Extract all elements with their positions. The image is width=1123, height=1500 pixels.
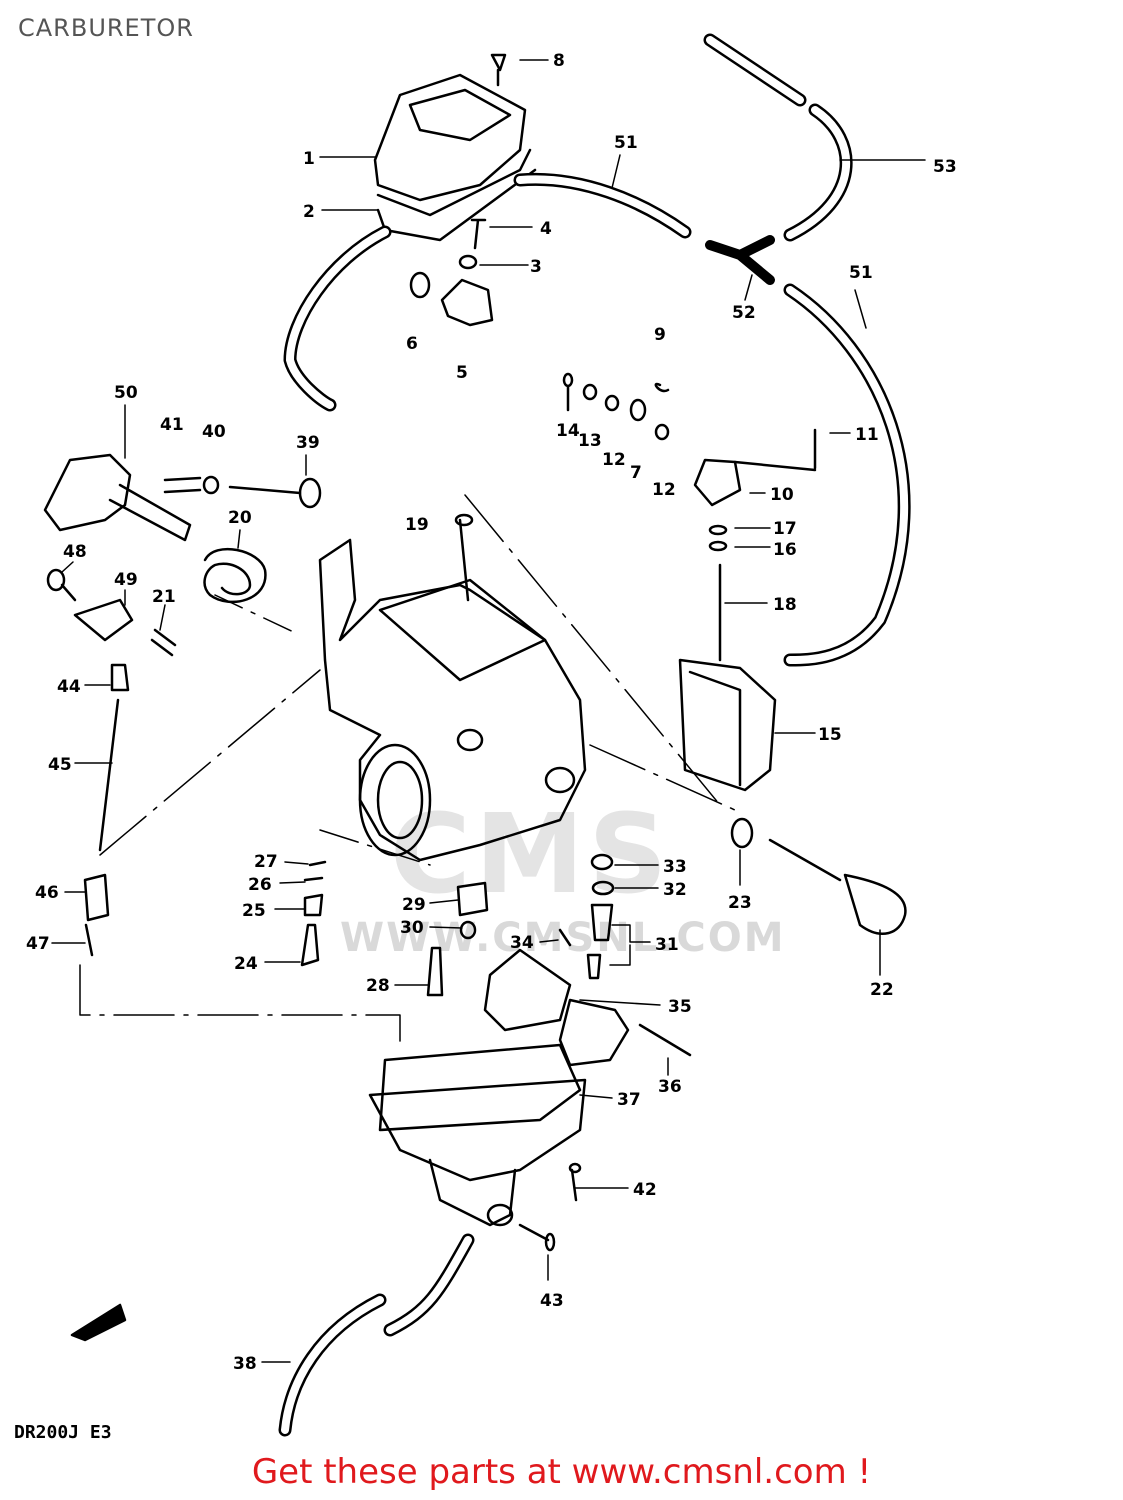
callout-number: 4 bbox=[540, 219, 552, 239]
callout-number: 37 bbox=[617, 1090, 641, 1110]
callout-number: 22 bbox=[870, 980, 894, 1000]
callout-number: 32 bbox=[663, 880, 687, 900]
callout-number: 12 bbox=[602, 450, 626, 470]
callout-number: 21 bbox=[152, 587, 176, 607]
callout-number: 40 bbox=[202, 422, 226, 442]
callout-number: 1 bbox=[303, 149, 315, 169]
callout-number: 49 bbox=[114, 570, 138, 590]
throttle-cap-part bbox=[440, 278, 494, 327]
callout-number: 3 bbox=[530, 257, 542, 277]
callout-number: 7 bbox=[630, 463, 642, 483]
callout-labels: 1234567891011121213141516171819202122232… bbox=[26, 51, 957, 1374]
model-code: DR200J E3 bbox=[14, 1422, 112, 1443]
page-title: CARBURETOR bbox=[18, 14, 194, 42]
callout-number: 46 bbox=[35, 883, 59, 903]
callout-number: 51 bbox=[614, 133, 638, 153]
callout-number: 20 bbox=[228, 508, 252, 528]
callout-number: 8 bbox=[553, 51, 565, 71]
needle-holder-part bbox=[693, 458, 742, 507]
callout-number: 31 bbox=[655, 935, 679, 955]
callout-number: 38 bbox=[233, 1354, 257, 1374]
watermark-url: WWW.CMSNL.COM bbox=[340, 915, 786, 961]
callout-number: 34 bbox=[510, 933, 534, 953]
callout-number: 39 bbox=[296, 433, 320, 453]
callout-number: 11 bbox=[855, 425, 879, 445]
callout-number: 5 bbox=[456, 363, 468, 383]
callout-number: 10 bbox=[770, 485, 794, 505]
callout-number: 23 bbox=[728, 893, 752, 913]
callout-number: 15 bbox=[818, 725, 842, 745]
callout-number: 53 bbox=[933, 157, 957, 177]
callout-number: 50 bbox=[114, 383, 138, 403]
callout-number: 28 bbox=[366, 976, 390, 996]
idle-screw-knob bbox=[843, 873, 907, 935]
carburetor-body bbox=[318, 538, 587, 862]
callout-number: 26 bbox=[248, 875, 272, 895]
callout-number: 30 bbox=[400, 918, 424, 938]
callout-number: 35 bbox=[668, 997, 692, 1017]
throttle-valve-part bbox=[678, 658, 777, 792]
top-cover-part bbox=[373, 73, 527, 202]
callout-number: 41 bbox=[160, 415, 184, 435]
callout-number: 2 bbox=[303, 202, 315, 222]
callout-number: 13 bbox=[578, 431, 602, 451]
callout-number: 25 bbox=[242, 901, 266, 921]
callout-number: 47 bbox=[26, 934, 50, 954]
throttle-drum-part bbox=[43, 453, 132, 532]
callout-number: 19 bbox=[405, 515, 429, 535]
callout-number: 33 bbox=[663, 857, 687, 877]
callout-number: 52 bbox=[732, 303, 756, 323]
callout-number: 14 bbox=[556, 421, 580, 441]
watermark-logo: CMS bbox=[390, 790, 672, 918]
footer-link-text[interactable]: Get these parts at www.cmsnl.com ! bbox=[251, 1452, 872, 1492]
callout-number: 36 bbox=[658, 1077, 682, 1097]
callout-number: 44 bbox=[57, 677, 81, 697]
callout-number: 17 bbox=[773, 519, 797, 539]
callout-number: 12 bbox=[652, 480, 676, 500]
callout-number: 45 bbox=[48, 755, 72, 775]
callout-number: 9 bbox=[654, 325, 666, 345]
callout-number: 42 bbox=[633, 1180, 657, 1200]
callout-number: 6 bbox=[406, 334, 418, 354]
callout-number: 48 bbox=[63, 542, 87, 562]
callout-number: 43 bbox=[540, 1291, 564, 1311]
float-bowl-part bbox=[368, 1078, 587, 1182]
callout-number: 24 bbox=[234, 954, 258, 974]
part-drawings bbox=[43, 33, 926, 1437]
callout-number: 16 bbox=[773, 540, 797, 560]
callout-number: 18 bbox=[773, 595, 797, 615]
callout-number: 27 bbox=[254, 852, 278, 872]
callout-number: 51 bbox=[849, 263, 873, 283]
float-part bbox=[483, 948, 572, 1032]
callout-number: 29 bbox=[402, 895, 426, 915]
